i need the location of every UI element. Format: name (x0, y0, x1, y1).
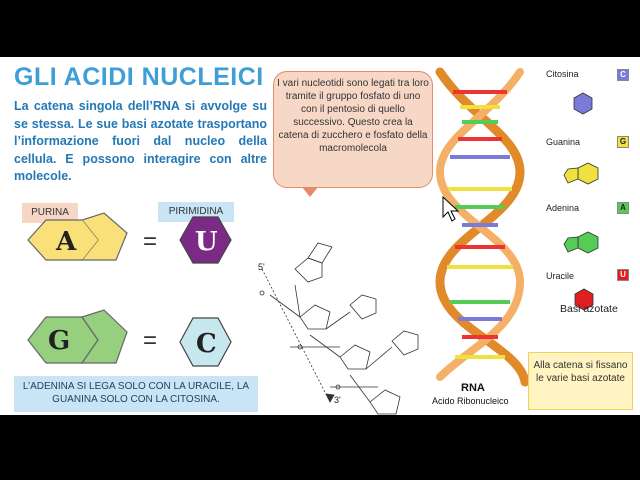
adenine-letter-box: A (617, 202, 629, 214)
callout-tail (302, 187, 318, 197)
adenine-purine-shape: A (27, 212, 128, 261)
strand-arrow (261, 268, 331, 403)
adenine-molecule-icon (563, 231, 599, 254)
intro-paragraph: La catena singola dell’RNA si avvolge su… (14, 99, 267, 183)
five-prime-label: 5' (258, 262, 265, 272)
equals-sign: = (143, 327, 157, 354)
uracil-label: Uracile (546, 271, 575, 281)
guanine-letter-box: G (617, 136, 629, 148)
rna-label: RNA (461, 382, 485, 394)
cytosine-pyrimidine-shape: C (179, 317, 232, 367)
adenine-label: Adenina (546, 203, 580, 213)
cytosine-label: Citosina (546, 69, 579, 79)
uracil-pyrimidine-shape: U (179, 216, 232, 264)
equals-sign: = (143, 228, 157, 255)
pairing-diagram: A = U G = C (27, 67, 599, 415)
rna-helix (435, 67, 530, 387)
uracil-molecule-icon (574, 288, 594, 311)
rna-chemical-structure (259, 242, 419, 415)
pairing-rule-note: L’ADENINA SI LEGA SOLO CON LA URACILE, L… (14, 376, 258, 412)
page-title: GLI ACIDI NUCLEICI (14, 63, 264, 91)
uracil-letter: U (195, 227, 218, 257)
slide: GLI ACIDI NUCLEICI La catena singola del… (0, 57, 640, 415)
purina-tag: PURINA (22, 203, 78, 223)
rna-sublabel: Acido Ribonucleico (432, 396, 509, 406)
guanine-label: Guanina (546, 137, 581, 147)
nucleotide-callout: I vari nucleotidi sono legati tra loro t… (273, 71, 433, 188)
adenine-letter: A (55, 227, 77, 257)
three-prime-label: 3' (334, 395, 341, 405)
base-attachment-note: Alla catena si fissano le varie basi azo… (528, 352, 633, 410)
uracil-letter-box: U (617, 269, 629, 281)
cytosine-letter-box: C (617, 69, 629, 81)
mouse-cursor-icon (442, 195, 460, 222)
cytosine-letter: C (196, 329, 217, 359)
guanine-purine-shape: G (27, 309, 128, 364)
guanine-letter: G (48, 326, 70, 356)
guanine-molecule-icon (563, 162, 599, 185)
basi-azotate-label: Basi azotate (560, 303, 618, 315)
cytosine-molecule-icon (573, 92, 593, 115)
